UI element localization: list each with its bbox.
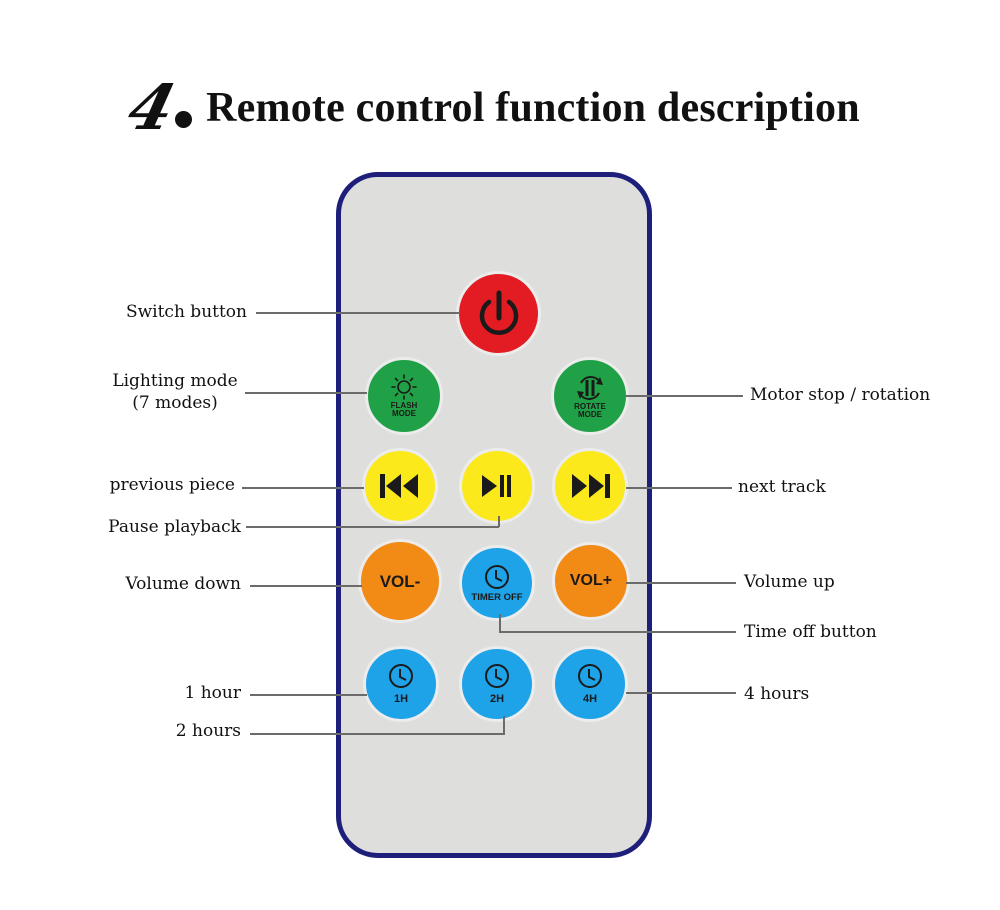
callout-motor: Motor stop / rotation [750,385,931,405]
timer-1h-button[interactable]: 1H [363,646,439,722]
vol-down-label: VOL- [379,571,421,591]
next-button[interactable] [552,448,628,524]
timer-2h-label: 2H [489,693,505,705]
timer-4h-button[interactable]: 4H [552,646,628,722]
leader-next [626,487,732,489]
leader-vol-up [626,582,736,584]
rotate-label-2: MODE [578,409,602,419]
callout-two-hours: 2 hours [175,721,241,741]
leader-lighting [245,392,367,394]
flash-label-2: MODE [392,409,416,418]
callout-lighting-mode-line1: Lighting mode [112,371,238,391]
power-icon [479,290,518,335]
title-text: Remote control function description [206,85,860,131]
rotate-pause-icon [577,375,603,400]
previous-button[interactable] [362,448,438,524]
leader-4h [626,692,736,694]
clock-icon [578,664,602,688]
leader-motor [626,395,743,397]
callout-pause-playback: Pause playback [108,517,241,537]
leader-previous [242,487,364,489]
callout-next-track: next track [738,477,826,497]
timer-4h-label: 4H [582,693,598,705]
leader-pause-h [246,526,499,528]
volume-down-button[interactable]: VOL- [358,539,442,623]
leader-1h [250,694,367,696]
sun-icon [391,374,417,400]
callout-volume-up: Volume up [744,572,835,592]
clock-icon [485,564,509,589]
leader-2h-v [503,716,505,734]
power-button[interactable] [456,271,541,356]
rotate-label-1: ROTATE [574,401,606,411]
timer-off-button[interactable]: TIMER OFF [459,545,535,621]
clock-icon [485,664,509,688]
clock-icon [389,664,413,688]
rotate-mode-button[interactable]: ROTATE MODE [551,357,629,435]
flash-label-1: FLASH [390,401,418,410]
section-dot [175,110,193,128]
timer-off-label: TIMER OFF [471,591,523,603]
callout-lighting-mode: Lighting mode (7 modes) [100,370,250,414]
callout-lighting-mode-line2: (7 modes) [132,393,218,413]
skip-next-icon [572,474,610,498]
skip-previous-icon [380,474,418,498]
timer-2h-button[interactable]: 2H [459,646,535,722]
timer-1h-label: 1H [393,693,409,705]
leader-pause-v [498,516,500,527]
page-title: 4 Remote control function description [121,71,860,144]
leader-vol-down [250,585,362,587]
volume-up-button[interactable]: VOL+ [552,542,630,620]
vol-up-label: VOL+ [569,572,613,589]
leader-timer-off-h [499,631,736,633]
callout-volume-down: Volume down [125,574,241,594]
leader-switch [256,312,460,314]
play-pause-icon [482,475,511,497]
callout-time-off-button: Time off button [744,622,877,642]
callout-four-hours: 4 hours [744,684,810,704]
leader-2h-h [250,733,505,735]
section-number: 4 [121,71,181,144]
flash-mode-button[interactable]: FLASH MODE [365,357,443,435]
callout-switch-button: Switch button [125,302,247,322]
leader-timer-off-v [499,614,501,632]
callout-previous-piece: previous piece [109,475,235,495]
play-pause-button[interactable] [459,448,535,524]
callout-one-hour: 1 hour [184,683,241,703]
